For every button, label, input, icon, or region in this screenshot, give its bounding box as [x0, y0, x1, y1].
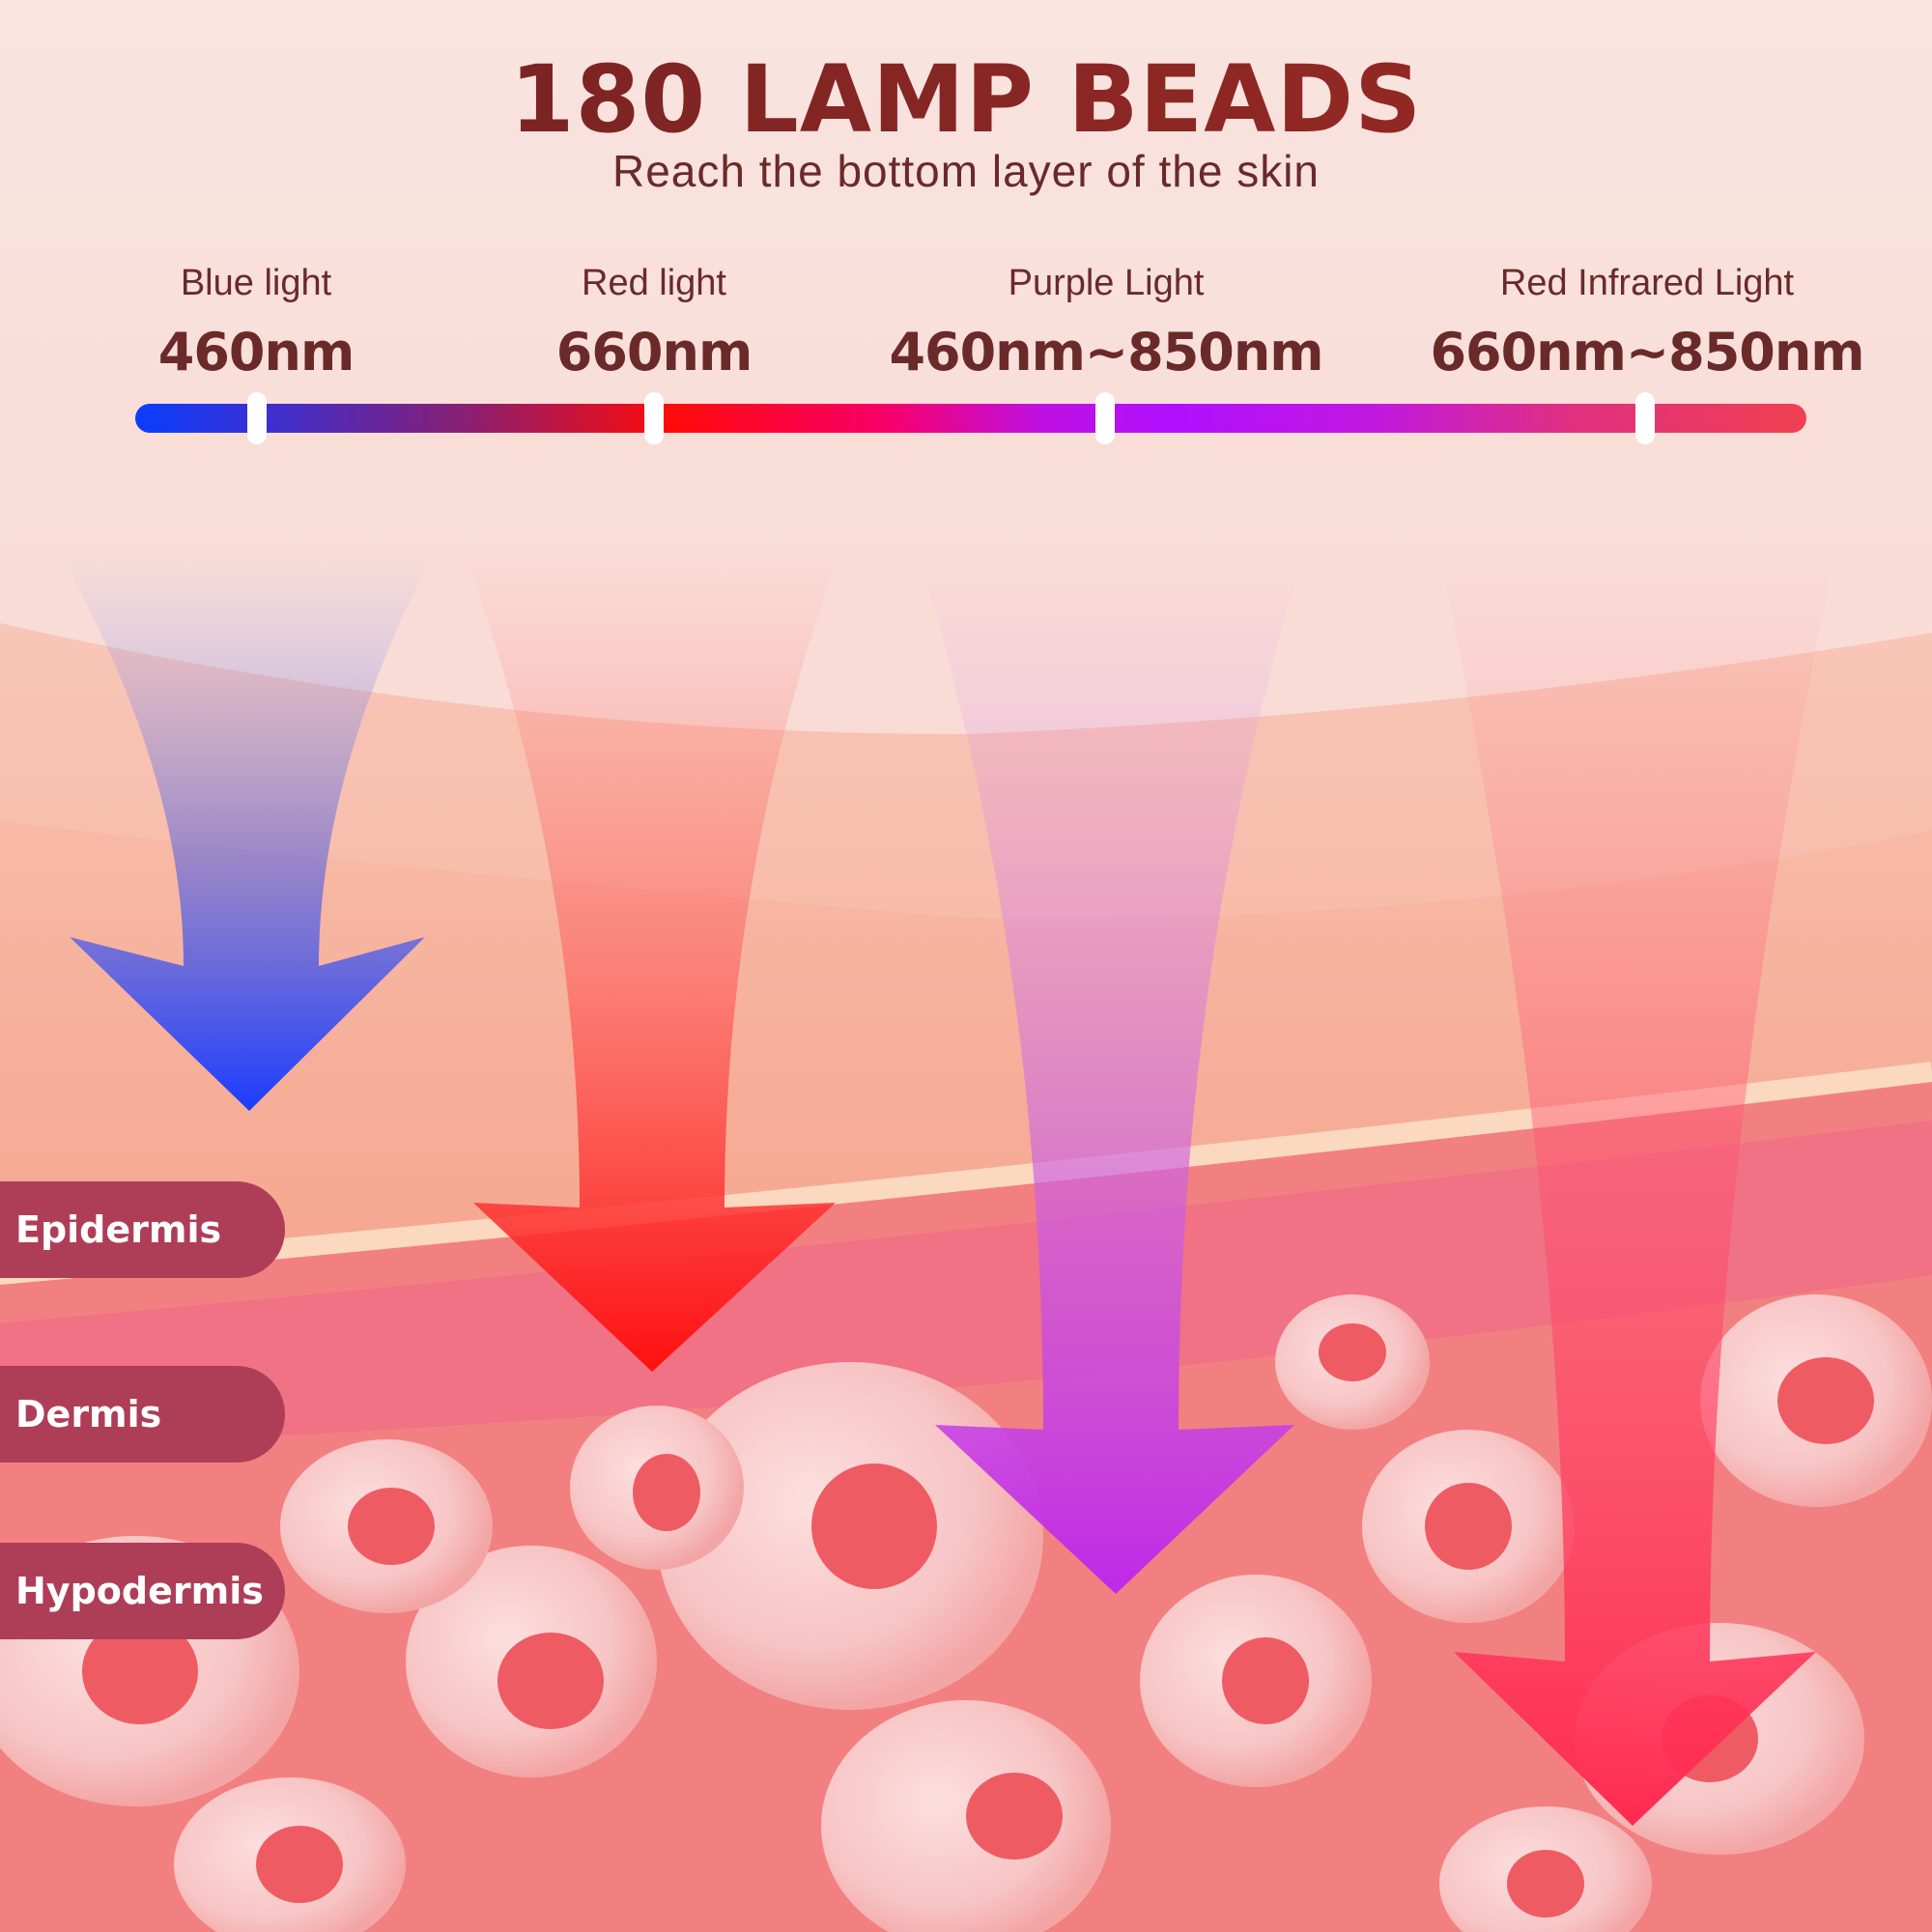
wavelength-value: 660nm~850nm	[1430, 322, 1864, 383]
blue-light-arrow	[58, 551, 435, 1111]
purple-light-arrow	[918, 551, 1304, 1594]
page-subtitle: Reach the bottom layer of the skin	[611, 146, 1321, 196]
wavelength-value: 460nm	[157, 322, 355, 383]
wavelength-name: Red Infrared Light	[1499, 263, 1795, 303]
layer-label-hypodermis: Hypodermis	[0, 1543, 285, 1639]
spectrum-marker-infrared	[1635, 392, 1655, 444]
layer-label-text: Epidermis	[15, 1208, 222, 1251]
wavelength-purple: Purple Light 460nm~850nm	[869, 263, 1343, 383]
red-light-arrow	[464, 551, 840, 1372]
layer-label-text: Hypodermis	[15, 1570, 264, 1612]
spectrum-bar	[135, 404, 1806, 433]
wavelength-red: Red light 660nm	[509, 263, 799, 383]
layer-label-dermis: Dermis	[0, 1366, 285, 1463]
layer-label-text: Dermis	[15, 1393, 162, 1435]
layer-label-epidermis: Epidermis	[0, 1181, 285, 1278]
wavelength-blue: Blue light 460nm	[111, 263, 401, 383]
spectrum-marker-purple	[1095, 392, 1115, 444]
red-infrared-arrow	[1439, 551, 1835, 1826]
wavelength-value: 460nm~850nm	[889, 322, 1323, 383]
spectrum-marker-blue	[247, 392, 267, 444]
wavelength-name: Purple Light	[1008, 263, 1205, 303]
wavelength-infrared: Red Infrared Light 660nm~850nm	[1410, 263, 1884, 383]
page-title: 180 LAMP BEADS	[0, 53, 1932, 146]
spectrum-marker-red	[644, 392, 664, 444]
wavelength-name: Blue light	[180, 263, 332, 303]
wavelength-value: 660nm	[555, 322, 753, 383]
wavelength-name: Red light	[582, 263, 726, 303]
